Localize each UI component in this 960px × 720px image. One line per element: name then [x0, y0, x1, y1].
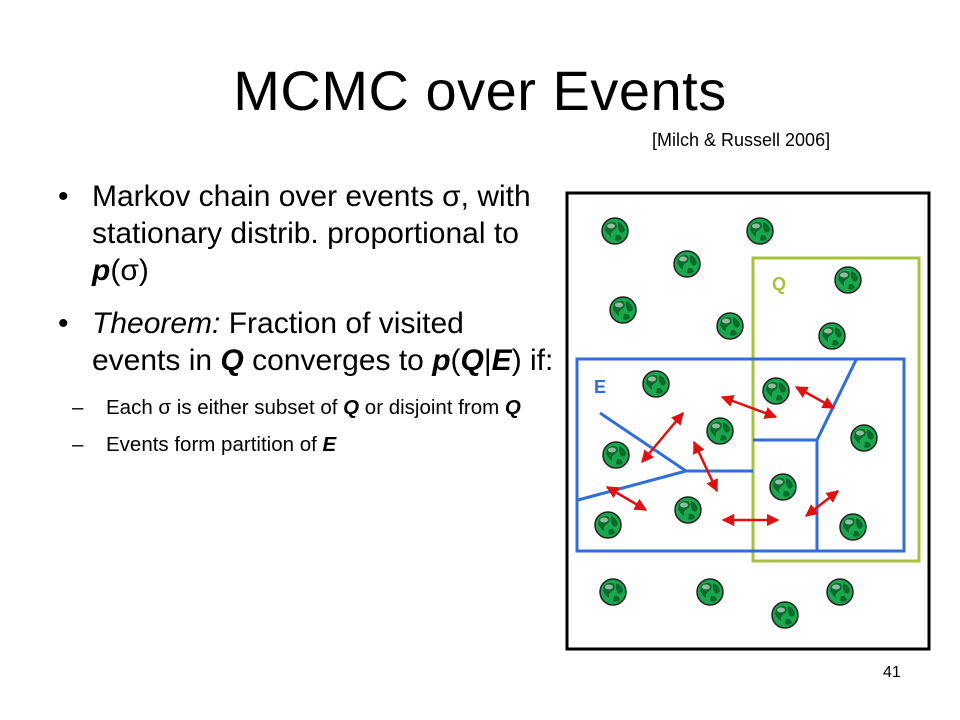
- sigma-symbol: σ: [158, 396, 172, 419]
- globe-icon: [673, 250, 701, 278]
- globe-icon: [716, 312, 744, 340]
- slide-title: MCMC over Events: [233, 59, 727, 122]
- bullet-markov-chain: • Markov chain over events σ, with stati…: [58, 180, 531, 287]
- globe-icon: [599, 578, 627, 606]
- transition-arrow: [692, 440, 719, 493]
- outer-frame: [565, 191, 931, 651]
- sigma-symbol: σ: [120, 254, 139, 287]
- globe-icon: [602, 441, 630, 469]
- globe-icon: [746, 217, 774, 245]
- subbullet-subset: – Each σ is either subset of Q or disjoi…: [72, 396, 521, 419]
- globe-icon: [696, 578, 724, 606]
- bullet-list: • Markov chain over events σ, with stati…: [58, 178, 558, 469]
- transition-arrow: [805, 490, 839, 517]
- page-number: 41: [883, 664, 901, 681]
- q-region-label: Q: [772, 274, 786, 294]
- q-region: [751, 256, 921, 563]
- globe-icon: [674, 496, 702, 524]
- globe-icon: [769, 473, 797, 501]
- transition-arrow: [641, 412, 684, 463]
- globe-icon: [601, 217, 629, 245]
- subbullet-partition: – Events form partition of E: [72, 433, 337, 456]
- globe-icon: [834, 266, 862, 294]
- globe-icon: [762, 377, 790, 405]
- dash-icon: –: [72, 433, 84, 456]
- globe-icon: [850, 424, 878, 452]
- dash-icon: –: [72, 396, 84, 419]
- globe-icon: [839, 513, 867, 541]
- sigma-symbol: σ: [442, 180, 461, 213]
- globe-icon: [609, 296, 637, 324]
- bullet-dot-icon: •: [58, 180, 69, 213]
- globe-icon: [642, 370, 670, 398]
- bullet-theorem: • Theorem: Fraction of visited events in…: [58, 307, 554, 377]
- globe-icon: [771, 601, 799, 629]
- bullet-dot-icon: •: [58, 307, 69, 340]
- e-region: [575, 357, 906, 553]
- globe-icon: [826, 578, 854, 606]
- globe-icon: [706, 417, 734, 445]
- transition-arrow: [794, 385, 836, 410]
- transition-arrow: [720, 395, 778, 419]
- citation: [Milch & Russell 2006]: [652, 130, 831, 150]
- globe-icon: [818, 322, 846, 350]
- globe-icon: [594, 511, 622, 539]
- transition-arrows: [605, 385, 839, 527]
- e-region-label: E: [594, 377, 606, 397]
- event-globes: [594, 217, 878, 629]
- transition-arrow: [605, 485, 648, 512]
